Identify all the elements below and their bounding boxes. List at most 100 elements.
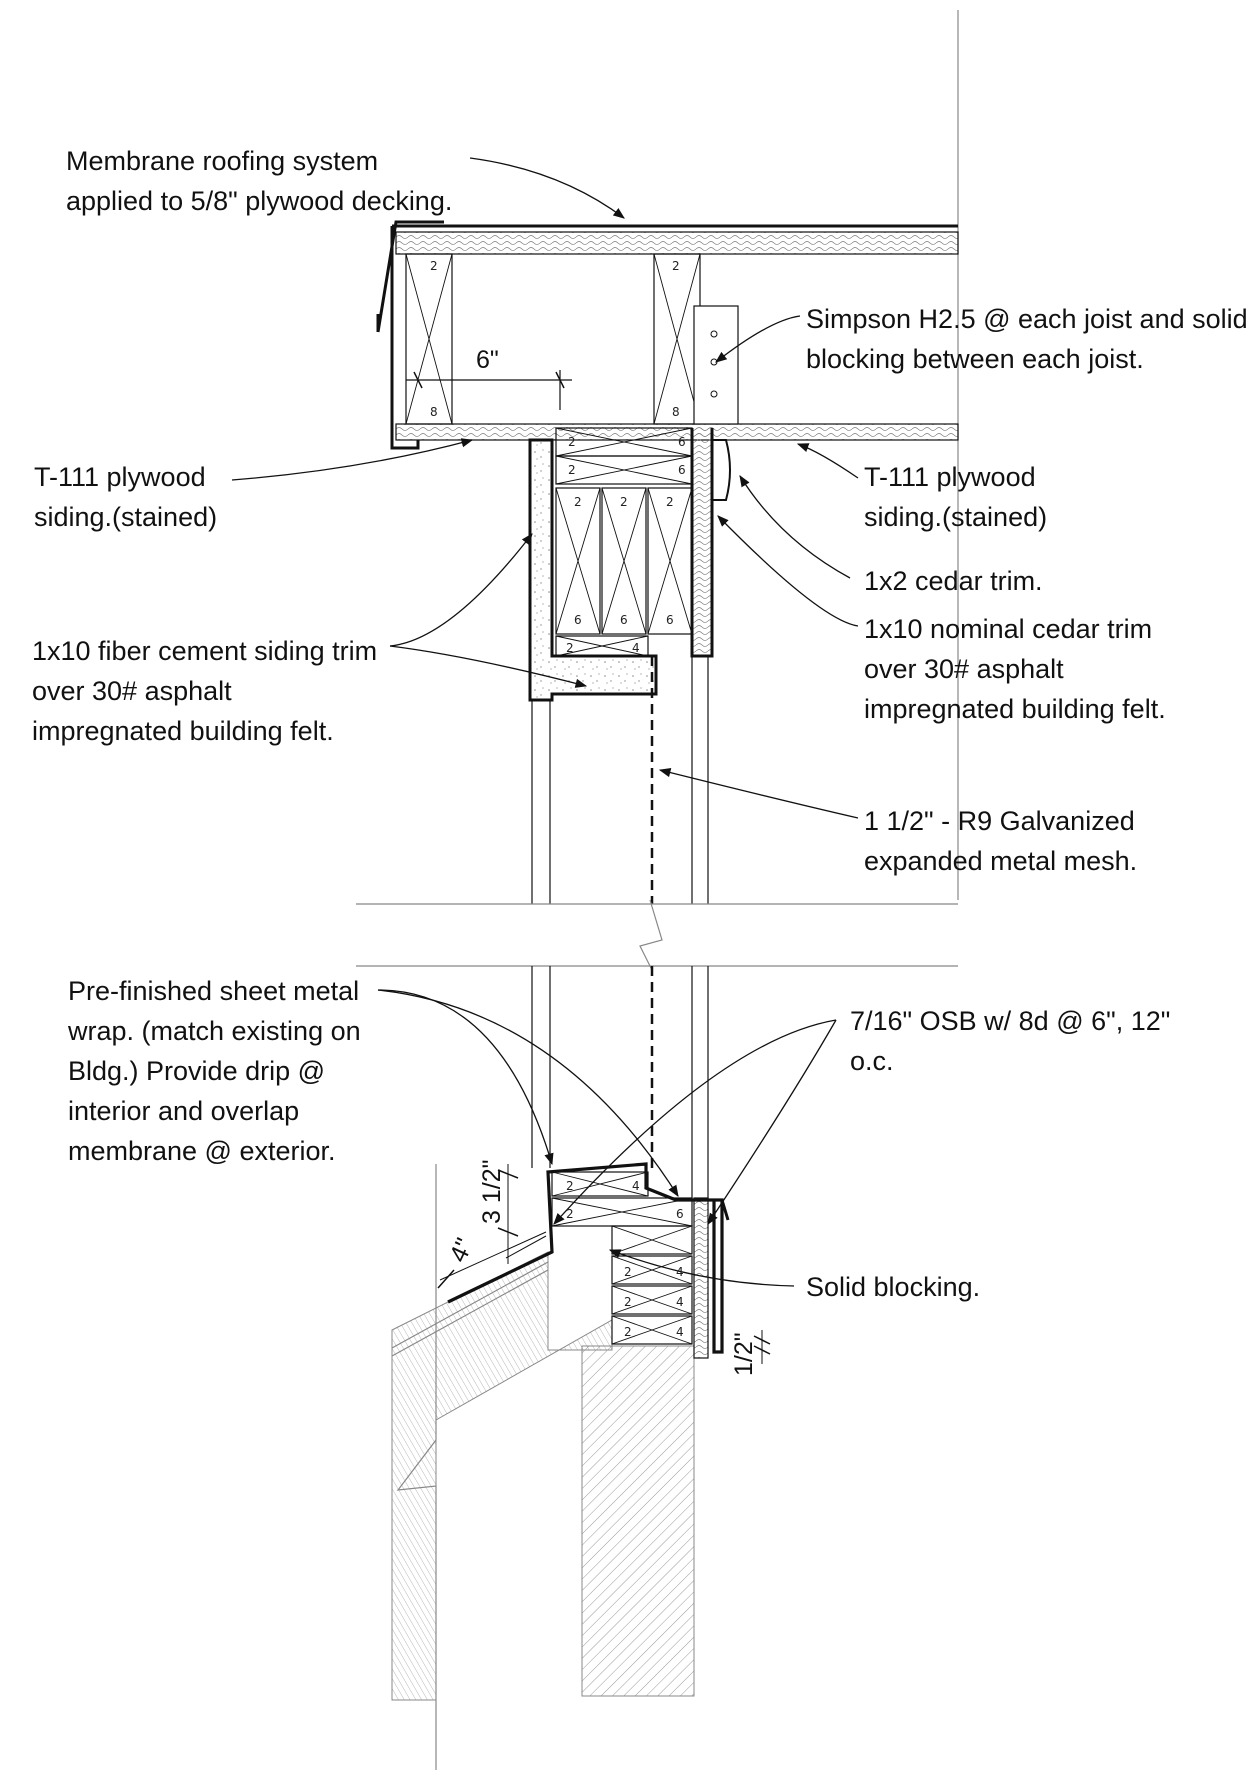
svg-text:1x2 cedar trim.: 1x2 cedar trim.: [864, 566, 1043, 596]
existing-roof-slope: [391, 1251, 613, 1701]
svg-text:4: 4: [676, 1325, 684, 1339]
existing-wall-hatch: [581, 1345, 695, 1697]
svg-text:wrap. (match existing on: wrap. (match existing on: [67, 1016, 361, 1046]
existing-wall-profile: [396, 1164, 437, 1770]
svg-text:applied to 5/8" plywood deckin: applied to 5/8" plywood decking.: [66, 186, 452, 216]
leader-sheet-metal-1: [377, 989, 554, 1166]
svg-text:2: 2: [568, 463, 576, 477]
leader-t111-right: [796, 443, 859, 479]
svg-text:interior and overlap: interior and overlap: [68, 1096, 299, 1126]
leader-fiber-cement-2: [389, 645, 588, 688]
leader-osb-2: [707, 1019, 837, 1225]
leader-mesh: [658, 768, 859, 819]
lumber-marks: 2 8 2 8 2 6 2 6 2 6 2 6 2 6 2 4 2 4 2 6 …: [430, 259, 686, 1339]
callout-osb: 7/16" OSB w/ 8d @ 6", 12" o.c.: [850, 1006, 1170, 1076]
callout-cedar-1x10: 1x10 nominal cedar trim over 30# asphalt…: [864, 614, 1166, 724]
svg-text:6: 6: [620, 613, 628, 627]
svg-text:T-111 plywood: T-111 plywood: [34, 462, 206, 492]
roof-assembly: [376, 220, 959, 450]
curb-assembly: [391, 1162, 771, 1770]
svg-text:7/16" OSB w/ 8d @ 6", 12": 7/16" OSB w/ 8d @ 6", 12": [850, 1006, 1170, 1036]
svg-text:2: 2: [568, 435, 576, 449]
svg-text:expanded metal mesh.: expanded metal mesh.: [864, 846, 1137, 876]
wall-body: [356, 656, 958, 1200]
wall-header-assembly: [528, 427, 731, 702]
svg-text:2: 2: [430, 259, 438, 273]
svg-text:8: 8: [672, 405, 680, 419]
dim-joist-spacing: 6": [476, 346, 499, 374]
leader-osb-1: [553, 1019, 837, 1225]
cedar-trim-1x2: [712, 439, 731, 501]
svg-text:4: 4: [632, 1179, 640, 1193]
svg-text:over 30# asphalt: over 30# asphalt: [32, 676, 232, 706]
svg-text:4: 4: [676, 1295, 684, 1309]
svg-text:2: 2: [566, 1207, 574, 1221]
callout-t111-right: T-111 plywood siding.(stained): [864, 462, 1047, 532]
leader-fiber-cement-1: [389, 533, 533, 647]
svg-text:4: 4: [632, 641, 640, 655]
leader-membrane: [469, 157, 625, 219]
leader-simpson: [715, 315, 801, 363]
svg-text:2: 2: [574, 495, 582, 509]
svg-text:membrane @ exterior.: membrane @ exterior.: [68, 1136, 336, 1166]
dim-drip: 1/2": [730, 1332, 758, 1376]
svg-text:2: 2: [566, 641, 574, 655]
svg-text:2: 2: [566, 1179, 574, 1193]
callout-sheet-metal: Pre-finished sheet metal wrap. (match ex…: [67, 976, 361, 1166]
svg-text:impregnated building felt.: impregnated building felt.: [864, 694, 1166, 724]
fascia-metal-edge: [376, 220, 444, 450]
leader-sheet-metal-2: [377, 989, 679, 1197]
svg-text:Simpson H2.5 @ each joist and: Simpson H2.5 @ each joist and solid: [806, 304, 1247, 334]
ceiling-siding: [395, 423, 959, 441]
simpson-h25-clip: [693, 305, 739, 425]
callout-membrane-roofing: Membrane roofing system applied to 5/8" …: [66, 146, 452, 216]
svg-text:o.c.: o.c.: [850, 1046, 894, 1076]
svg-text:2: 2: [624, 1325, 632, 1339]
svg-text:blocking between each joist.: blocking between each joist.: [806, 344, 1144, 374]
svg-text:siding.(stained): siding.(stained): [34, 502, 217, 532]
svg-text:T-111 plywood: T-111 plywood: [864, 462, 1036, 492]
svg-text:1x10 nominal cedar trim: 1x10 nominal cedar trim: [864, 614, 1152, 644]
leaders: [231, 157, 859, 1287]
joist-left: [405, 253, 453, 425]
svg-text:impregnated building felt.: impregnated building felt.: [32, 716, 334, 746]
svg-text:1x10 fiber cement siding trim: 1x10 fiber cement siding trim: [32, 636, 377, 666]
plywood-decking: [395, 231, 959, 255]
svg-text:6: 6: [678, 435, 686, 449]
leader-t111-left: [231, 438, 474, 481]
svg-text:2: 2: [624, 1265, 632, 1279]
cedar-trim-1x10: [690, 428, 714, 658]
dim-curb-height: 3 1/2": [478, 1160, 506, 1224]
svg-text:Membrane roofing system: Membrane roofing system: [66, 146, 378, 176]
svg-text:6: 6: [666, 613, 674, 627]
leader-cedar-1x10: [717, 515, 859, 627]
svg-text:Bldg.) Provide drip @: Bldg.) Provide drip @: [68, 1056, 325, 1086]
svg-text:1 1/2" - R9 Galvanized: 1 1/2" - R9 Galvanized: [864, 806, 1135, 836]
svg-text:6: 6: [574, 613, 582, 627]
svg-text:6: 6: [678, 463, 686, 477]
osb-sheathing: [693, 1197, 709, 1359]
svg-text:2: 2: [672, 259, 680, 273]
callout-simpson-h25: Simpson H2.5 @ each joist and solid bloc…: [806, 304, 1247, 374]
callout-cedar-1x2: 1x2 cedar trim.: [864, 566, 1043, 596]
callout-t111-left: T-111 plywood siding.(stained): [34, 462, 217, 532]
leader-blocking: [608, 1249, 795, 1287]
callout-solid-blocking: Solid blocking.: [806, 1272, 980, 1302]
svg-text:4: 4: [676, 1265, 684, 1279]
svg-text:over 30# asphalt: over 30# asphalt: [864, 654, 1064, 684]
dim-curb-slope: 4": [444, 1234, 479, 1266]
svg-text:8: 8: [430, 405, 438, 419]
fiber-cement-trim: [528, 438, 658, 702]
svg-text:2: 2: [666, 495, 674, 509]
svg-text:6: 6: [676, 1207, 684, 1221]
svg-text:Solid blocking.: Solid blocking.: [806, 1272, 980, 1302]
callout-fiber-cement: 1x10 fiber cement siding trim over 30# a…: [32, 636, 377, 746]
svg-text:2: 2: [624, 1295, 632, 1309]
sheet-metal-wrap: [447, 1162, 724, 1354]
svg-text:2: 2: [620, 495, 628, 509]
callout-metal-mesh: 1 1/2" - R9 Galvanized expanded metal me…: [864, 806, 1137, 876]
leader-cedar-1x2: [739, 475, 851, 579]
svg-text:Pre-finished sheet metal: Pre-finished sheet metal: [68, 976, 359, 1006]
